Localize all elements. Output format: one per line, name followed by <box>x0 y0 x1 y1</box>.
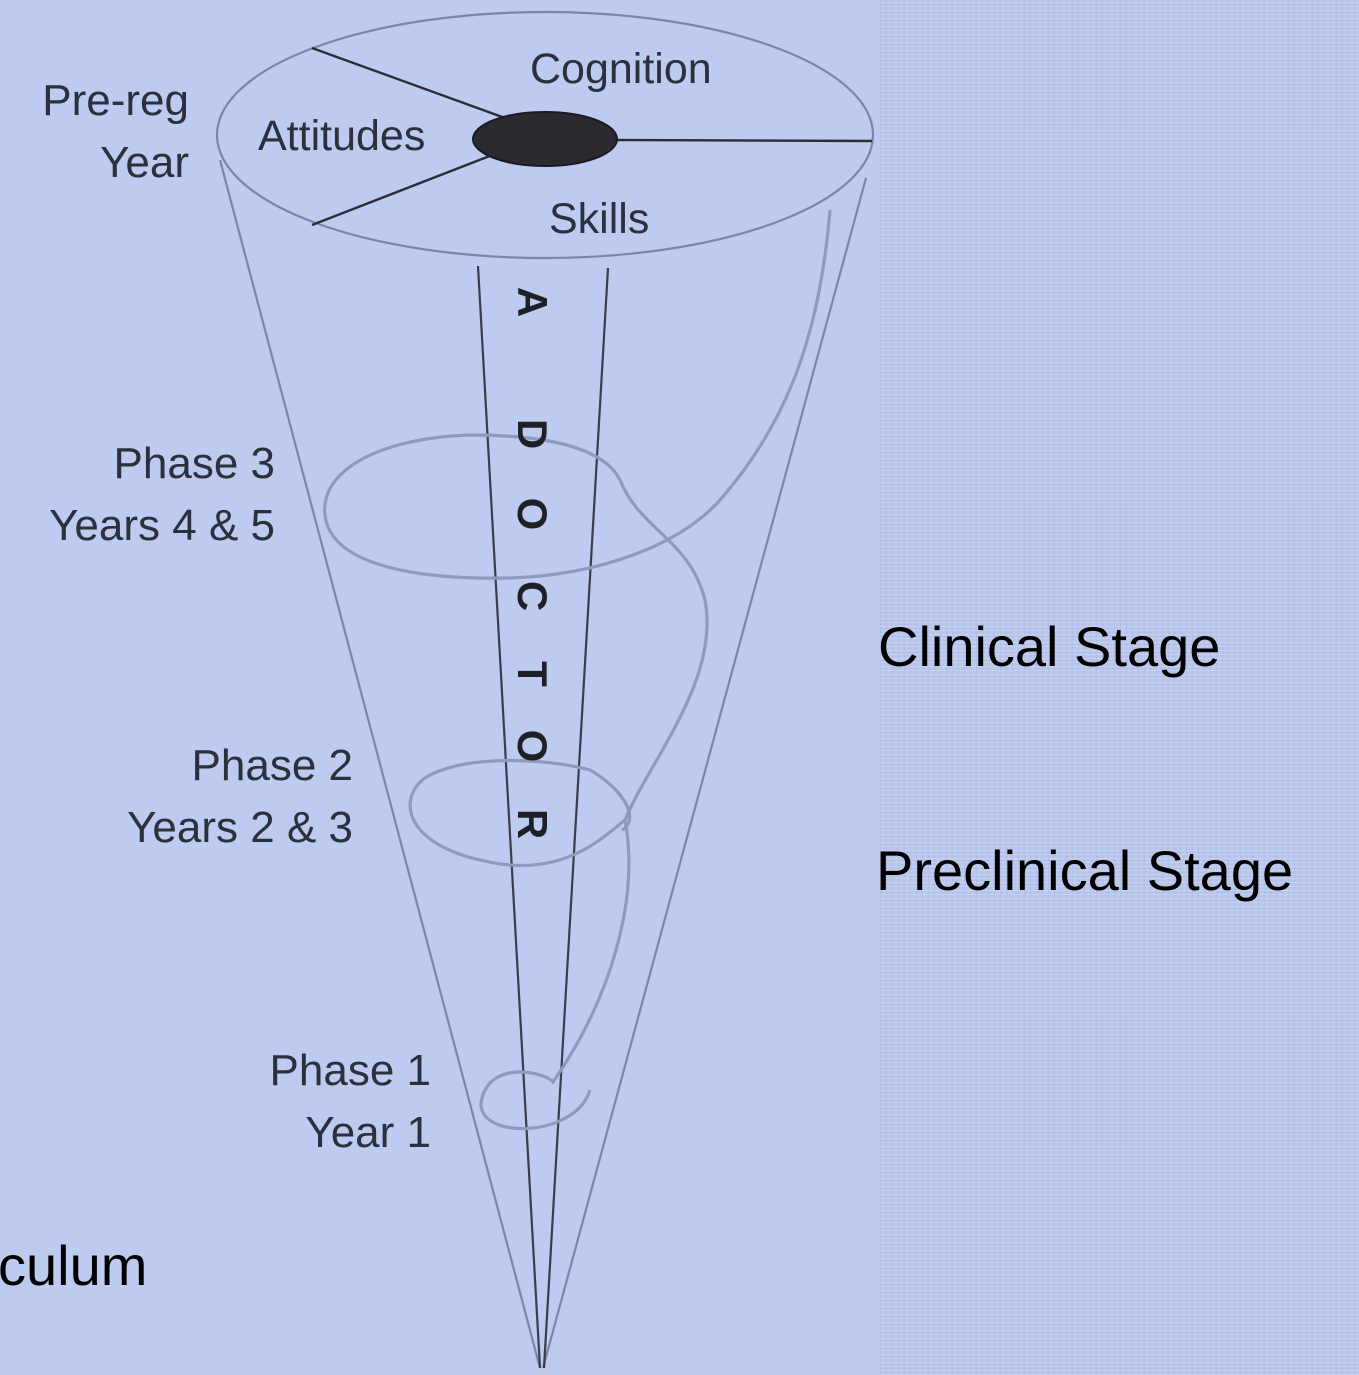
axis-letter-r: R <box>508 800 556 848</box>
axis-letter-c: C <box>508 572 556 620</box>
spiral-curve <box>325 210 830 1129</box>
label-prereg-line1: Pre-reg <box>42 70 189 132</box>
label-phase2-line2: Years 2 & 3 <box>127 797 353 859</box>
clinical-stage-label: Clinical Stage <box>878 614 1220 679</box>
label-phase3: Phase 3 Years 4 & 5 <box>49 433 275 558</box>
axis-letter-d: D <box>508 410 556 458</box>
label-prereg-year: Pre-reg Year <box>42 70 189 195</box>
divider-right <box>612 140 872 141</box>
axis-letter-o2: O <box>508 722 556 770</box>
axis-letter-o1: O <box>508 490 556 538</box>
label-phase2: Phase 2 Years 2 & 3 <box>127 735 353 860</box>
divider-upper-left <box>312 48 505 118</box>
segment-skills: Skills <box>549 195 649 244</box>
label-prereg-line2: Year <box>42 132 189 194</box>
segment-attitudes: Attitudes <box>258 112 425 161</box>
cone-right-edge <box>543 178 866 1368</box>
axis-letter-t: T <box>508 650 556 698</box>
segment-cognition: Cognition <box>530 45 712 94</box>
axis-letter-a: A <box>508 278 556 326</box>
label-phase3-line2: Years 4 & 5 <box>49 495 275 557</box>
label-phase1-line2: Year 1 <box>270 1102 431 1164</box>
label-phase3-line1: Phase 3 <box>49 433 275 495</box>
cropped-curriculum-text: culum <box>0 1233 147 1298</box>
label-phase1-line1: Phase 1 <box>270 1040 431 1102</box>
label-phase2-line1: Phase 2 <box>127 735 353 797</box>
divider-lower-left <box>312 152 500 225</box>
preclinical-stage-label: Preclinical Stage <box>876 838 1293 903</box>
core-ellipse <box>473 112 617 166</box>
label-phase1: Phase 1 Year 1 <box>270 1040 431 1165</box>
